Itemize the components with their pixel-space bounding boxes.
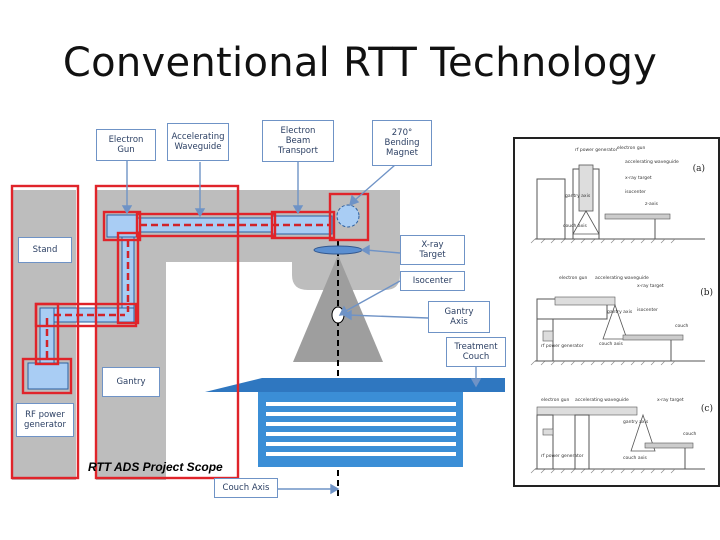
sketch-c-annotation: couch axis [623,455,648,461]
xray-target-plate [313,245,363,255]
sketch-c-annotation: couch [683,431,697,437]
sketch-b: electron gun accelerating waveguide x-ra… [530,275,713,366]
slide-title: Conventional RTT Technology [62,40,658,86]
couch-top [205,378,505,392]
label-electron-beam-transport: Electron Beam Transport [262,120,334,162]
label-stand: Stand [18,237,72,263]
leader-arrows [121,160,482,495]
sketch-a-annotation: gantry axis [565,193,591,199]
label-isocenter: Isocenter [400,271,465,291]
sketch-b-annotation: electron gun [559,275,588,281]
sketch-b-annotation: rf power generator [541,343,584,349]
configuration-sketches: rf power generator electron gun accelera… [530,145,713,474]
sketch-a-annotation: accelerating waveguide [625,159,679,165]
label-gantry-axis: Gantry Axis [428,301,490,333]
sketch-a-annotation: isocenter [625,189,646,195]
sketch-c: accelerating waveguide electron gun x-ra… [530,397,713,474]
label-couch-axis: Couch Axis [214,478,278,498]
sketch-b-annotation: couch [675,323,689,329]
sketch-b-annotation: x-ray target [637,283,664,289]
sketch-b-annotation: isocenter [637,307,658,313]
sketch-c-tag: (c) [701,403,713,414]
configuration-sketch-panel: rf power generator electron gun accelera… [513,137,720,487]
label-rf-power-generator: RF power generator [16,403,74,437]
sketch-b-annotation: accelerating waveguide [595,275,649,281]
sketch-b-annotation: gantry axis [607,309,633,315]
couch-slats [266,402,456,456]
sketch-c-annotation: accelerating waveguide [575,397,629,403]
project-scope-label: RTT ADS Project Scope [88,460,223,474]
sketch-b-annotation: couch axis [599,341,624,347]
sketch-c-annotation: gantry axis [623,419,649,425]
sketch-a-annotation: couch axis [563,223,588,229]
scope-outlines [10,184,370,480]
label-gantry: Gantry [102,367,160,397]
sketch-a-annotation: x-ray target [625,175,652,181]
label-xray-target: X-ray Target [400,235,465,265]
sketch-a: rf power generator electron gun accelera… [530,145,705,244]
sketch-c-annotation: rf power generator [541,453,584,459]
label-electron-gun: Electron Gun [96,129,156,161]
sketch-a-annotation: electron gun [617,145,646,151]
sketch-a-tag: (a) [693,163,705,174]
sketch-a-annotation: rf power generator [575,147,618,153]
sketch-a-annotation: z-axis [645,201,659,207]
sketch-c-annotation: electron gun [541,397,570,403]
label-bending-magnet: 270° Bending Magnet [372,120,432,166]
label-accelerating-waveguide: Accelerating Waveguide [167,123,229,161]
label-treatment-couch: Treatment Couch [446,337,506,367]
sketch-c-annotation: x-ray target [657,397,684,403]
sketch-b-tag: (b) [700,287,713,298]
